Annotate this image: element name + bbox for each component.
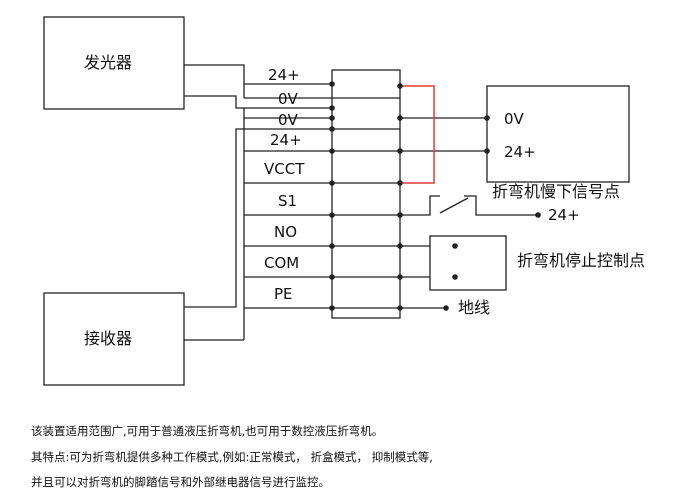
emitter-box — [43, 16, 185, 110]
note-line-2: 其特点:可为折弯机提供多种工作模式,例如:正常模式， 折盒模式， 抑制模式等, — [31, 450, 433, 464]
jumper-wire — [400, 85, 435, 184]
terminal-label-24v-1: 24+ — [268, 66, 300, 84]
terminal-label-vcct: VCCT — [264, 160, 305, 178]
terminal-label-24v-2: 24+ — [270, 131, 302, 149]
terminal-label-com: COM — [264, 254, 299, 272]
receiver-label: 接收器 — [84, 329, 132, 348]
switch-contact-icon — [439, 197, 469, 214]
slowdown-pin-0v: 0V — [504, 110, 525, 128]
slowdown-signal-label: 折弯机慢下信号点 — [492, 182, 620, 201]
terminal-label-s1: S1 — [278, 192, 297, 210]
receiver-box — [43, 292, 185, 386]
stop-device-box — [429, 235, 507, 291]
note-line-1: 该装置适用范围广,可用于普通液压折弯机,也可用于数控液压折弯机。 — [31, 424, 384, 438]
emitter-label: 发光器 — [84, 53, 132, 72]
switch-supply-label: 24+ — [548, 206, 580, 224]
terminal-label-pe: PE — [274, 285, 293, 303]
terminal-label-no: NO — [274, 223, 297, 241]
terminal-block — [331, 69, 401, 319]
ground-label: 地线 — [458, 298, 490, 317]
slowdown-pin-24v: 24+ — [504, 143, 536, 161]
terminal-label-0v-2: 0V — [278, 111, 299, 129]
slowdown-device-box — [486, 85, 630, 183]
note-line-3: 并且可以对折弯机的脚踏信号和外部继电器信号进行监控。 — [31, 475, 330, 489]
stop-control-label: 折弯机停止控制点 — [517, 251, 645, 270]
terminal-label-0v-1: 0V — [278, 90, 299, 108]
